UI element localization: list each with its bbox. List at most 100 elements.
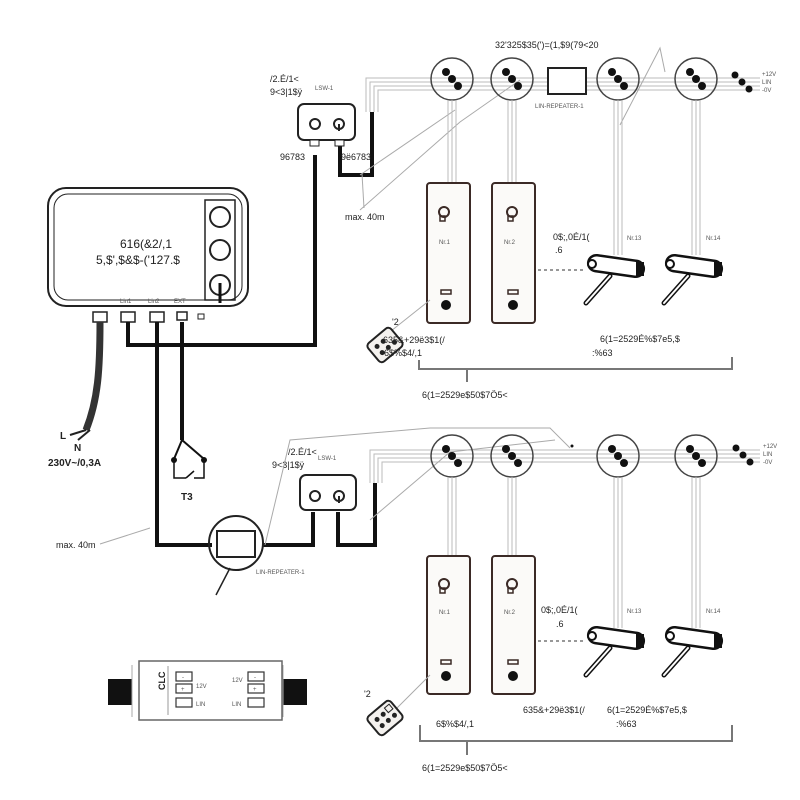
lin2-port [149,311,165,323]
bracket-caption: 6(1=2529e$50$7Ö5< [422,763,508,773]
knob-icon[interactable] [209,206,231,228]
wall-unit-nr1[interactable]: Nr.1 [426,555,471,695]
lsw-label: LSW-1 [318,456,337,462]
shower-caption: 6(1=2529É%$7e5,$ [607,705,687,715]
lsw-caption: 9<3|1$ÿ [270,87,303,97]
unit-label: Nr.2 [504,610,516,616]
mixer-caption: .6 [556,619,564,629]
power-cable: L N 230V~/0,3A [48,321,104,469]
plus-terminal: + [253,687,257,693]
mixer-caption: .6 [555,245,563,255]
clc-left-12v: 12V [196,684,207,690]
controller-body [47,187,249,307]
bus-label-lin: LIN [763,452,772,458]
shower-mixer-nr14[interactable] [661,253,724,306]
bus-label-lin: LIN [762,80,771,86]
lsw-caption: /2.É/1< [270,74,299,84]
cable-end-right [283,679,307,705]
remote-caption: 635&+29ë3$1(/ [383,335,445,345]
bus-label-0v: -0V [762,88,771,94]
lsw-caption: /2.É/1< [288,447,317,457]
clc-right-12v: 12V [232,678,243,684]
wall-unit-nr1[interactable]: Nr.1 [426,182,471,324]
junction-node [430,434,474,478]
bottom-section: LIN-REPEATER-1 /2.É/1< 9<3|1$ÿ LSW-1 [208,427,777,773]
clc-left-lin: LIN [196,702,205,708]
shower-mixer-nr13[interactable] [583,253,646,306]
mixer-caption: 0$;,0É/1( [553,232,590,242]
top-section: 32'325$35(')=(1,$9(79<20 /2.É/1< 9<3|1$ÿ… [270,40,776,400]
live-label: L [60,431,66,442]
led-icon [309,118,321,130]
group-bracket [419,725,733,742]
unit-label: Nr.13 [627,609,642,615]
junction-node [596,57,640,101]
ext-port [176,311,188,321]
max-length-label: max. 40m [56,540,96,550]
repeater-label: LIN-REPEATER-1 [535,104,584,110]
switch-t3-label: T3 [181,492,193,503]
junction-node [490,57,534,101]
controller-subtitle: 5,$',$&$-('127.$ [96,253,180,267]
droplines [447,477,701,628]
lsw-port-left-label: 96783 [280,152,305,162]
unit-label: Nr.14 [706,236,721,242]
port-label-lin2: Lin2 [148,299,160,305]
main-wiring [126,112,377,547]
remote-label: '2 [364,689,371,699]
power-rating: 230V~/0,3A [48,458,101,469]
remote-caption: 635&+29ë3$1(/ [523,705,585,715]
unit-label: Nr.1 [439,240,451,246]
knob-icon[interactable] [209,239,231,261]
unit-label: Nr.14 [706,609,721,615]
bottom-bus [369,449,760,483]
power-port [92,311,108,323]
shower-caption: :%63 [592,348,613,358]
mixer-caption: 0$;,0É/1( [541,605,578,615]
shower-mixer-nr14[interactable] [661,625,724,678]
remote-control[interactable] [366,326,404,364]
shower-caption: 6(1=2529É%$7e5,$ [600,334,680,344]
lin-repeater-1[interactable] [547,67,587,95]
clc-title: CLC [157,671,167,690]
lsw-label: LSW-1 [315,86,334,92]
lsw-1-module[interactable] [297,103,356,141]
wall-unit-nr2[interactable]: Nr.2 [491,182,536,324]
bus-label-0v: -0V [763,460,772,466]
lsw-caption: 9<3|1$ÿ [272,460,305,470]
shower-mixer-nr13[interactable] [583,625,646,678]
junction-node [674,57,718,101]
wall-unit-nr2[interactable]: Nr.2 [491,555,536,695]
repeater-label: LIN-REPEATER-1 [256,570,305,576]
lsw-port-right-label: 9ë6783 [341,152,371,162]
unit-label: Nr.13 [627,236,642,242]
remote-label: '2 [392,317,399,327]
neutral-label: N [74,443,81,454]
controller-bezel [53,193,243,301]
lin-repeater-1[interactable] [216,530,256,558]
led-icon [309,490,321,502]
top-section-title: 32'325$35(')=(1,$9(79<20 [495,40,599,50]
clc-right-lin: LIN [232,702,241,708]
droplines [447,100,701,255]
remote-caption: 6$%$4/,1 [436,719,474,729]
group-bracket [418,357,733,370]
unit-label: Nr.2 [504,240,516,246]
controller-unit: 616(&2/,1 5,$',$&$-('127.$ Lin1 Lin2 EXT [47,187,249,323]
bus-terminal [732,444,754,466]
controller-title: 616(&2/,1 [120,237,172,251]
remote-caption: 6$%$4/,1 [384,348,422,358]
top-bus [365,77,760,112]
junction-node [596,434,640,478]
switch-t3[interactable]: T3 [171,439,207,503]
cable-end-left [108,679,132,705]
port-label-ext: EXT [174,299,186,305]
junction-node [430,57,474,101]
lsw-1-module[interactable] [299,474,357,511]
plus-terminal: + [181,687,185,693]
junction-node [674,434,718,478]
remote-control[interactable] [366,699,404,737]
max-length-label: max. 40m [345,212,385,222]
aux-port [197,313,205,320]
